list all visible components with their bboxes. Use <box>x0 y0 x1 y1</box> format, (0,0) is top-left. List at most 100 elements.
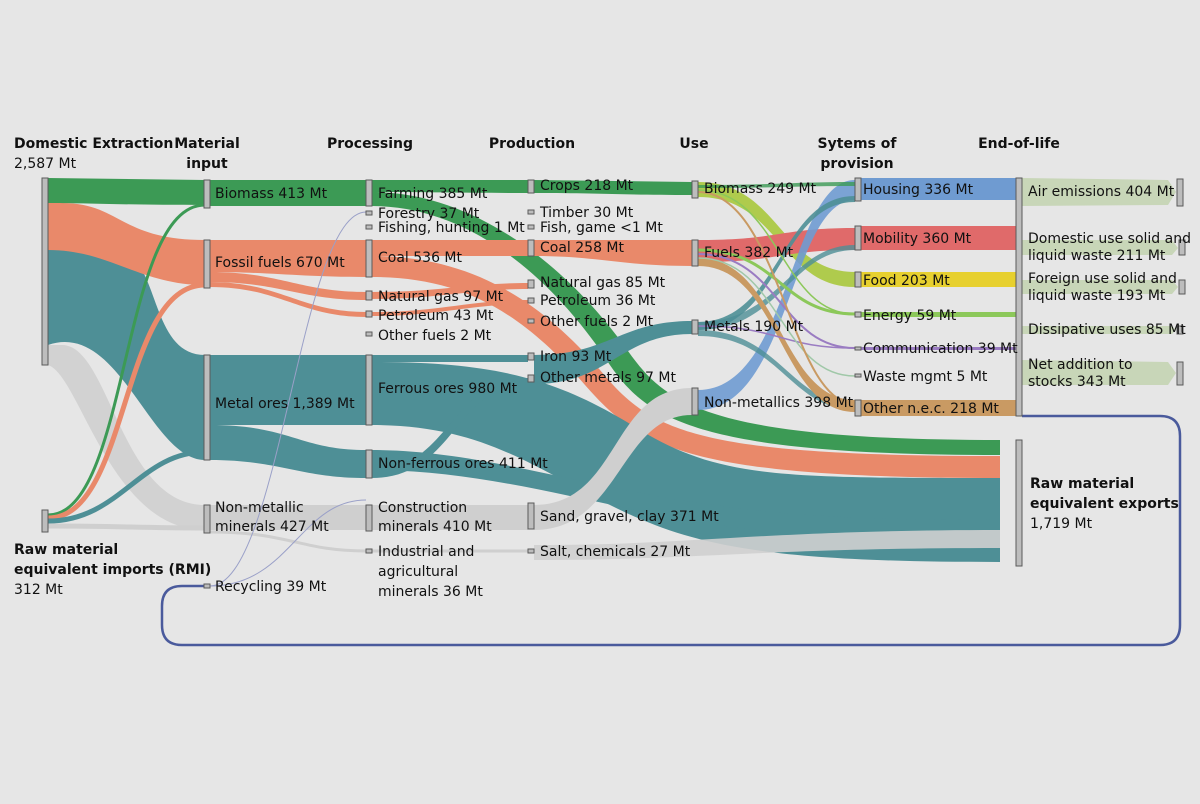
label-metal-input: Metal ores 1,389 Mt <box>215 396 355 412</box>
label-sand: Sand, gravel, clay 371 Mt <box>540 509 719 525</box>
node-otherfuels-processing <box>365 331 373 337</box>
label-petroleum-processing: Petroleum 43 Mt <box>378 308 494 324</box>
label-petroleum-production: Petroleum 36 Mt <box>540 293 656 309</box>
flow-nonmetallic-construction <box>210 505 366 530</box>
label-exports-value: 1,719 Mt <box>1030 516 1093 532</box>
flow-biomass-energy <box>697 189 856 315</box>
label-fishing: Fishing, hunting 1 Mt <box>378 220 525 236</box>
label-otherfuels-processing: Other fuels 2 Mt <box>378 328 492 344</box>
node-crops <box>527 179 535 194</box>
flow-domestic-waste <box>1022 240 1178 255</box>
flow-other-eol <box>861 400 1016 416</box>
label-metals-use: Metals 190 Mt <box>704 319 804 335</box>
flow-biomass-de <box>48 178 205 205</box>
label-dissipative: Dissipative uses 85 Mt <box>1028 322 1186 338</box>
label-recycling: Recycling 39 Mt <box>215 579 327 595</box>
node-construction <box>365 504 373 532</box>
flow-natgas-production <box>372 283 528 299</box>
column-headers: Domestic Extraction 2,587 Mt Material in… <box>14 136 1060 172</box>
flow-nonmetallic-imports <box>47 523 206 531</box>
flow-nonmetallics-exports <box>534 530 1000 560</box>
node-ferrous <box>365 354 373 426</box>
header-domestic-extraction-value: 2,587 Mt <box>14 156 77 172</box>
node-otherfuels-production <box>527 318 535 324</box>
label-crops: Crops 218 Mt <box>540 178 634 194</box>
label-air-emissions: Air emissions 404 Mt <box>1028 184 1175 200</box>
node-fishing <box>365 224 373 230</box>
node-air-end <box>1176 178 1184 207</box>
label-biomass-use: Biomass 249 Mt <box>704 181 817 197</box>
node-natgas-processing <box>365 290 373 301</box>
node-exports <box>1015 439 1023 567</box>
label-forestry: Forestry 37 Mt <box>378 206 480 222</box>
node-natgas-production <box>527 279 535 289</box>
node-nonferrous <box>365 449 373 479</box>
label-domestic-waste-2: liquid waste 211 Mt <box>1028 248 1166 264</box>
flow-coal-fuels <box>534 240 692 266</box>
node-fish <box>527 224 535 230</box>
flow-crops-biomass <box>534 180 692 195</box>
flow-biomass-farming <box>210 180 366 206</box>
node-foreign-end <box>1178 279 1186 295</box>
imports-line-2: equivalent imports (RMI) <box>14 562 211 578</box>
flow-recycling-fine-2 <box>209 499 367 587</box>
imports-label: Raw material equivalent imports (RMI) 31… <box>14 542 211 598</box>
flow-fossil-natgas <box>210 272 366 300</box>
label-timber: Timber 30 Mt <box>539 205 634 221</box>
flow-metal-imports <box>47 449 206 524</box>
header-material-input-2: input <box>186 156 228 172</box>
node-nonmetallics-use <box>691 387 699 416</box>
node-domestic-end <box>1178 239 1186 256</box>
flow-fossil-de <box>48 203 205 285</box>
label-fish: Fish, game <1 Mt <box>540 220 663 236</box>
label-nonmetallics-use: Non-metallics 398 Mt <box>704 395 854 411</box>
label-construction-2: minerals 410 Mt <box>378 519 492 535</box>
node-end-of-life <box>1015 177 1023 417</box>
node-petroleum-processing <box>365 310 373 318</box>
flow-nonmetallic-industrial <box>209 530 367 553</box>
node-nonmetallic-input <box>203 504 211 534</box>
label-exports-1: Raw material <box>1030 476 1134 492</box>
node-biomass-input <box>203 179 211 209</box>
label-coal-production: Coal 258 Mt <box>540 240 625 256</box>
node-iron <box>527 352 535 361</box>
flow-petroleum-production <box>372 300 528 316</box>
label-salt: Salt, chemicals 27 Mt <box>540 544 691 560</box>
header-systems-2: provision <box>820 156 893 172</box>
flow-biomass-imports <box>47 203 206 517</box>
flow-foreign-waste <box>1022 280 1178 294</box>
recycling-loop <box>160 414 1182 647</box>
flow-air-emissions <box>1022 178 1176 206</box>
node-salt <box>527 548 535 554</box>
label-industrial-2: agricultural <box>378 564 458 580</box>
flow-biomass-other <box>697 191 856 405</box>
label-net-addition-2: stocks 343 Mt <box>1028 374 1126 390</box>
label-construction-1: Construction <box>378 500 467 516</box>
flow-metal-ferrous <box>210 355 366 425</box>
node-sand <box>527 502 535 530</box>
header-processing: Processing <box>327 136 413 152</box>
label-iron: Iron 93 Mt <box>540 349 612 365</box>
label-industrial-1: Industrial and <box>378 544 474 560</box>
node-forestry <box>365 210 373 216</box>
nodes <box>41 177 1186 589</box>
label-biomass-input: Biomass 413 Mt <box>215 186 328 202</box>
node-imports <box>41 509 49 533</box>
header-use: Use <box>679 136 708 152</box>
node-coal-processing <box>365 239 373 278</box>
label-foreign-waste-1: Foreign use solid and <box>1028 271 1177 287</box>
flow-fuels-communication <box>697 253 856 349</box>
header-material-input-1: Material <box>174 136 240 152</box>
flow-ferrous-iron <box>372 355 528 362</box>
label-natgas-production: Natural gas 85 Mt <box>540 275 666 291</box>
flow-metals-use <box>534 321 692 384</box>
flow-energy-eol <box>861 312 1016 317</box>
header-domestic-extraction: Domestic Extraction <box>14 136 173 152</box>
node-dissipative-end <box>1176 325 1184 335</box>
node-other <box>854 399 862 417</box>
node-waste <box>854 373 862 378</box>
label-waste: Waste mgmt 5 Mt <box>863 369 988 385</box>
node-mobility <box>854 225 862 251</box>
